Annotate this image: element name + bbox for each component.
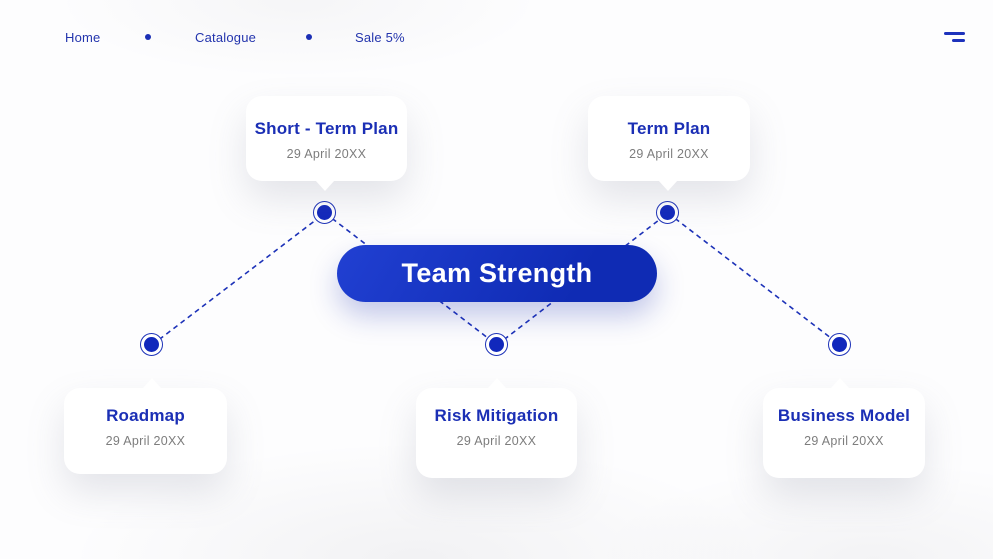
nav-separator-dot	[145, 34, 151, 40]
card-pointer	[830, 378, 850, 389]
card-short-term-plan: Short - Term Plan 29 April 20XX	[246, 96, 407, 191]
card-title: Risk Mitigation	[434, 406, 559, 425]
card-date: 29 April 20XX	[629, 147, 709, 161]
nav-item-sale[interactable]: Sale 5%	[355, 30, 405, 45]
timeline-node-short-term-plan	[313, 201, 336, 224]
node-dot	[660, 205, 675, 220]
timeline-node-business-model	[828, 333, 851, 356]
card-pointer	[658, 180, 678, 191]
node-dot	[832, 337, 847, 352]
card-date: 29 April 20XX	[105, 434, 186, 448]
node-dot	[144, 337, 159, 352]
hamburger-menu-icon[interactable]	[944, 32, 965, 44]
card-date: 29 April 20XX	[286, 147, 367, 161]
nav-separator-dot	[306, 34, 312, 40]
timeline-node-risk-mitigation	[485, 333, 508, 356]
card-date: 29 April 20XX	[456, 434, 537, 448]
node-dot	[489, 337, 504, 352]
card-title: Business Model	[777, 406, 911, 425]
menu-bar	[952, 39, 965, 42]
card-title: Term Plan	[627, 119, 711, 138]
timeline-node-roadmap	[140, 333, 163, 356]
nav-item-home[interactable]: Home	[65, 30, 101, 45]
card-business-model: Business Model 29 April 20XX	[763, 378, 925, 478]
node-dot	[317, 205, 332, 220]
card-pointer	[142, 378, 162, 389]
nav-item-catalogue[interactable]: Catalogue	[195, 30, 257, 45]
center-title: Team Strength	[401, 258, 593, 288]
card-pointer	[315, 180, 335, 191]
card-title: Short - Term Plan	[254, 119, 399, 138]
card-roadmap: Roadmap 29 April 20XX	[64, 378, 227, 474]
card-risk-mitigation: Risk Mitigation 29 April 20XX	[416, 378, 577, 478]
card-title: Roadmap	[106, 406, 185, 425]
center-title-pill: Team Strength	[337, 245, 657, 302]
timeline-node-term-plan	[656, 201, 679, 224]
menu-bar	[944, 32, 965, 35]
card-pointer	[487, 378, 507, 389]
card-date: 29 April 20XX	[804, 434, 884, 448]
card-term-plan: Term Plan 29 April 20XX	[588, 96, 750, 191]
